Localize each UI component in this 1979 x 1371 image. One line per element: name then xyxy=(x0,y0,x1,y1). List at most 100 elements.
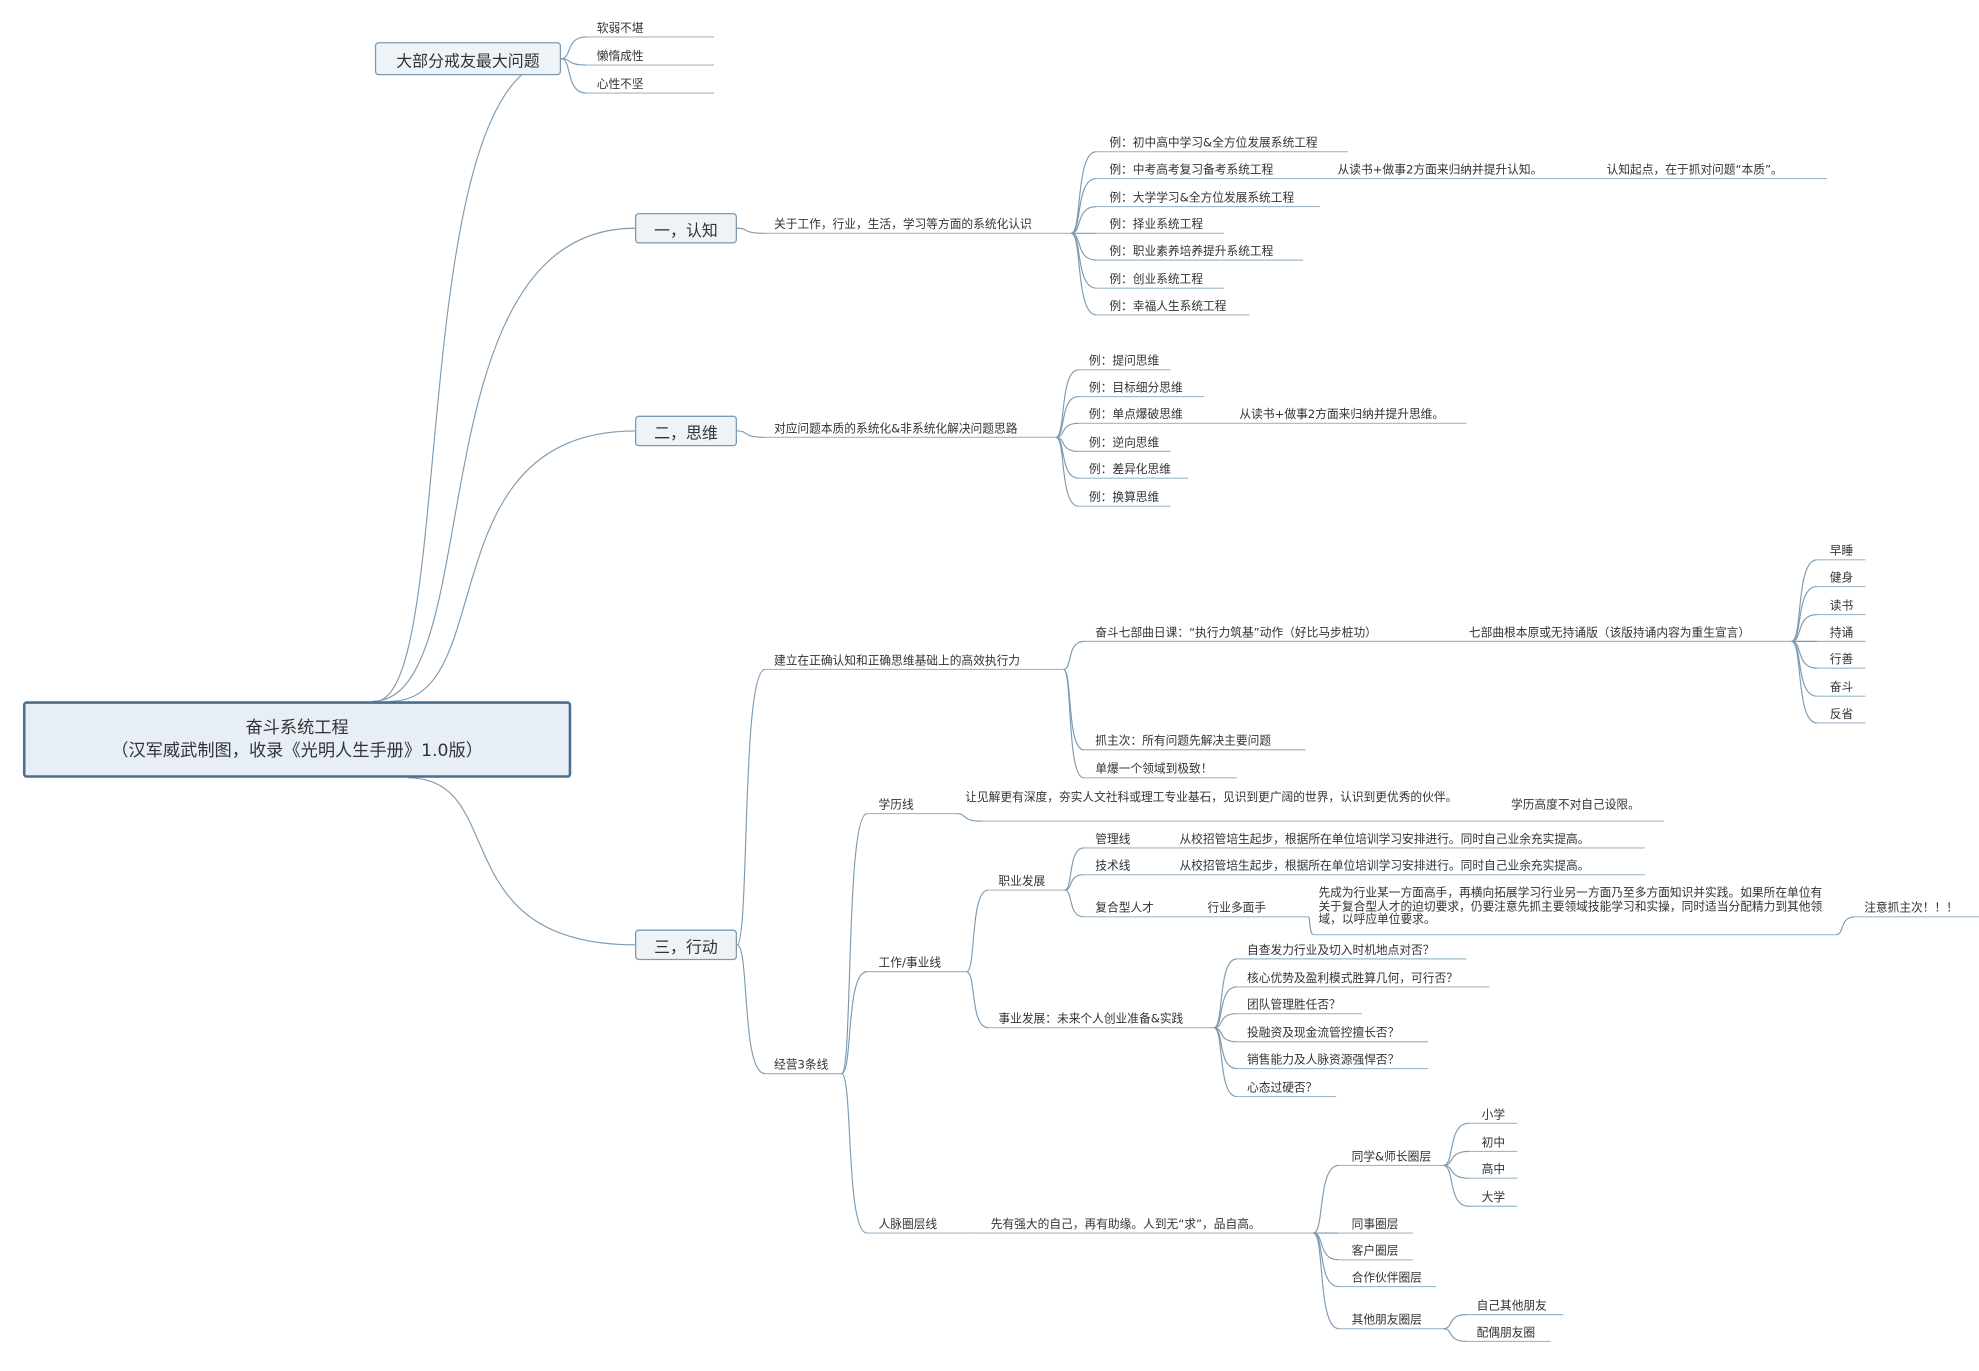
connector-curve xyxy=(737,227,766,234)
problem-item[interactable]: 软弱不堪 xyxy=(596,21,644,36)
connector-curve xyxy=(1443,1150,1469,1167)
connector-curve xyxy=(1055,422,1079,438)
venture-development[interactable]: 事业发展：未来个人创业准备&实践 xyxy=(998,1012,1184,1027)
connector-curve xyxy=(737,430,766,438)
connector-curve xyxy=(1443,1314,1467,1330)
education-desc[interactable]: 让见解更有深度，夯实人文社科或理工专业基石，见识到更广阔的世界，认识到更优秀的伙… xyxy=(965,790,1458,805)
root-topic[interactable]: 奋斗系统工程 （汉军威武制图，收录《光明人生手册》1.0版） xyxy=(22,701,572,778)
connector-curve xyxy=(1313,1164,1339,1234)
network-desc[interactable]: 先有强大的自己，再有助缘。人到无“求”，品自高。 xyxy=(990,1217,1261,1232)
technical-track[interactable]: 技术线 xyxy=(1095,859,1131,874)
topic-action[interactable]: 三，行动 xyxy=(634,929,738,961)
seven-steps-note[interactable]: 七部曲根本原或无持诵版（该版持诵内容为重生宣言） xyxy=(1468,626,1751,641)
venture-question[interactable]: 心态过硬否？ xyxy=(1247,1081,1318,1096)
venture-question[interactable]: 投融资及现金流管控擅长否？ xyxy=(1247,1026,1400,1041)
other-friends-circle[interactable]: 其他朋友圈层 xyxy=(1351,1313,1422,1328)
school-level[interactable]: 小学 xyxy=(1481,1108,1506,1123)
cognition-method[interactable]: 从读书+做事2方面来归纳并提升认知。 xyxy=(1337,163,1543,178)
school-level[interactable]: 初中 xyxy=(1481,1136,1506,1151)
problem-item[interactable]: 心性不坚 xyxy=(596,77,644,92)
partners-circle[interactable]: 合作伙伴圈层 xyxy=(1351,1271,1422,1286)
other-friend-item[interactable]: 配偶朋友圈 xyxy=(1476,1326,1536,1341)
venture-question[interactable]: 核心优势及盈利模式胜算几何，可行否？ xyxy=(1247,971,1458,986)
compound-note[interactable]: 注意抓主次！！！ xyxy=(1864,901,1958,916)
customers-circle[interactable]: 客户圈层 xyxy=(1351,1244,1399,1259)
management-desc[interactable]: 从校招管培生起步，根据所在单位培训学习安排进行。同时自己业余充实提高。 xyxy=(1179,832,1590,847)
connector-curve xyxy=(1213,1013,1237,1029)
connector-curve xyxy=(1070,151,1097,234)
connector-curve xyxy=(1213,986,1237,1029)
connector-curve xyxy=(1063,640,1084,671)
industry-allrounder[interactable]: 行业多面手 xyxy=(1207,901,1267,916)
cognition-example[interactable]: 例：初中高中学习&全方位发展系统工程 xyxy=(1109,136,1318,151)
connector-curve xyxy=(560,58,587,94)
management-track[interactable]: 管理线 xyxy=(1095,832,1131,847)
cognition-example[interactable]: 例：择业系统工程 xyxy=(1109,218,1204,233)
cognition-example[interactable]: 例：创业系统工程 xyxy=(1109,272,1204,287)
colleagues-circle[interactable]: 同事圈层 xyxy=(1351,1217,1399,1232)
connector-curve xyxy=(1312,1232,1340,1330)
focus-priority[interactable]: 抓主次：所有问题先解决主要问题 xyxy=(1095,734,1272,749)
step-item[interactable]: 读书 xyxy=(1829,599,1854,614)
venture-question[interactable]: 团队管理胜任否？ xyxy=(1247,998,1341,1013)
connector-curve xyxy=(408,777,636,946)
education-line[interactable]: 学历线 xyxy=(878,798,914,813)
connector-curve xyxy=(1070,232,1097,316)
thinking-example[interactable]: 例：提问思维 xyxy=(1088,354,1160,369)
cognition-starting-point[interactable]: 认知起点，在于抓对问题“本质”。 xyxy=(1606,163,1783,178)
step-item[interactable]: 奋斗 xyxy=(1829,680,1854,695)
connector-curve xyxy=(841,1073,868,1234)
cognition-example[interactable]: 例：中考高考复习备考系统工程 xyxy=(1109,163,1274,178)
thinking-example[interactable]: 例：差异化思维 xyxy=(1088,462,1171,477)
network-line[interactable]: 人脉圈层线 xyxy=(878,1217,938,1232)
connector-curve xyxy=(1313,1232,1339,1288)
step-item[interactable]: 健身 xyxy=(1829,571,1854,586)
cognition-example[interactable]: 例：大学学习&全方位发展系统工程 xyxy=(1109,191,1295,206)
other-friend-item[interactable]: 自己其他朋友 xyxy=(1476,1299,1547,1314)
connector-curve xyxy=(1070,232,1097,289)
step-item[interactable]: 早睡 xyxy=(1829,544,1854,559)
compound-desc[interactable]: 先成为行业某一方面高手，再横向拓展学习行业另一方面乃至多方面知识并实践。如果所在… xyxy=(1318,886,1823,928)
classmates-circle[interactable]: 同学&师长圈层 xyxy=(1351,1150,1432,1165)
step-item[interactable]: 持诵 xyxy=(1829,626,1854,641)
problem-item[interactable]: 懒惰成性 xyxy=(596,49,644,64)
technical-desc[interactable]: 从校招管培生起步，根据所在单位培训学习安排进行。同时自己业余充实提高。 xyxy=(1179,859,1590,874)
topic-cognition[interactable]: 一，认知 xyxy=(634,212,738,244)
thinking-example[interactable]: 例：换算思维 xyxy=(1088,490,1160,505)
school-level[interactable]: 高中 xyxy=(1481,1162,1506,1177)
cognition-example[interactable]: 例：职业素养培养提升系统工程 xyxy=(1109,244,1274,259)
topic-thinking[interactable]: 二，思维 xyxy=(634,415,738,447)
thinking-example[interactable]: 例：单点爆破思维 xyxy=(1088,408,1183,423)
connector-curve xyxy=(736,944,766,1075)
connector-curve xyxy=(1070,205,1097,234)
career-line[interactable]: 工作/事业线 xyxy=(878,956,942,971)
three-lines-title[interactable]: 经营3条线 xyxy=(773,1058,829,1073)
school-level[interactable]: 大学 xyxy=(1481,1190,1506,1205)
thinking-method[interactable]: 从读书+做事2方面来归纳并提升思维。 xyxy=(1239,408,1445,423)
connector-curve xyxy=(1062,668,1085,751)
venture-question[interactable]: 销售能力及人脉资源强悍否？ xyxy=(1247,1053,1400,1068)
thinking-example[interactable]: 例：逆向思维 xyxy=(1088,436,1160,451)
connector-curve xyxy=(1055,395,1079,438)
compound-talent[interactable]: 复合型人才 xyxy=(1095,901,1154,916)
job-development[interactable]: 职业发展 xyxy=(998,874,1046,889)
connector-curve xyxy=(965,889,989,973)
thinking-example[interactable]: 例：目标细分思维 xyxy=(1088,381,1183,396)
venture-question[interactable]: 自查发力行业及切入时机地点对否？ xyxy=(1247,943,1435,958)
cognition-example[interactable]: 例：幸福人生系统工程 xyxy=(1109,299,1227,314)
execution-title[interactable]: 建立在正确认知和正确思维基础上的高效执行力 xyxy=(773,654,1021,669)
cognition-summary[interactable]: 关于工作，行业，生活，学习等方面的系统化认识 xyxy=(773,218,1032,233)
connector-curve xyxy=(374,58,562,702)
step-item[interactable]: 行善 xyxy=(1829,652,1854,667)
step-item[interactable]: 反省 xyxy=(1829,707,1854,722)
education-note[interactable]: 学历高度不对自己设限。 xyxy=(1510,798,1640,813)
connector-curve xyxy=(1062,668,1085,779)
connector-curve xyxy=(1791,585,1818,642)
topic-problems[interactable]: 大部分戒友最大问题 xyxy=(374,42,562,76)
connector-curve xyxy=(1064,874,1084,891)
seven-steps-lesson[interactable]: 奋斗七部曲日课：“执行力筑基”动作（好比马步桩功） xyxy=(1095,626,1377,641)
thinking-summary[interactable]: 对应问题本质的系统化&非系统化解决问题思路 xyxy=(773,422,1018,437)
breakthrough[interactable]: 单爆一个领域到极致！ xyxy=(1095,762,1213,777)
connector-curve xyxy=(1213,1027,1237,1098)
